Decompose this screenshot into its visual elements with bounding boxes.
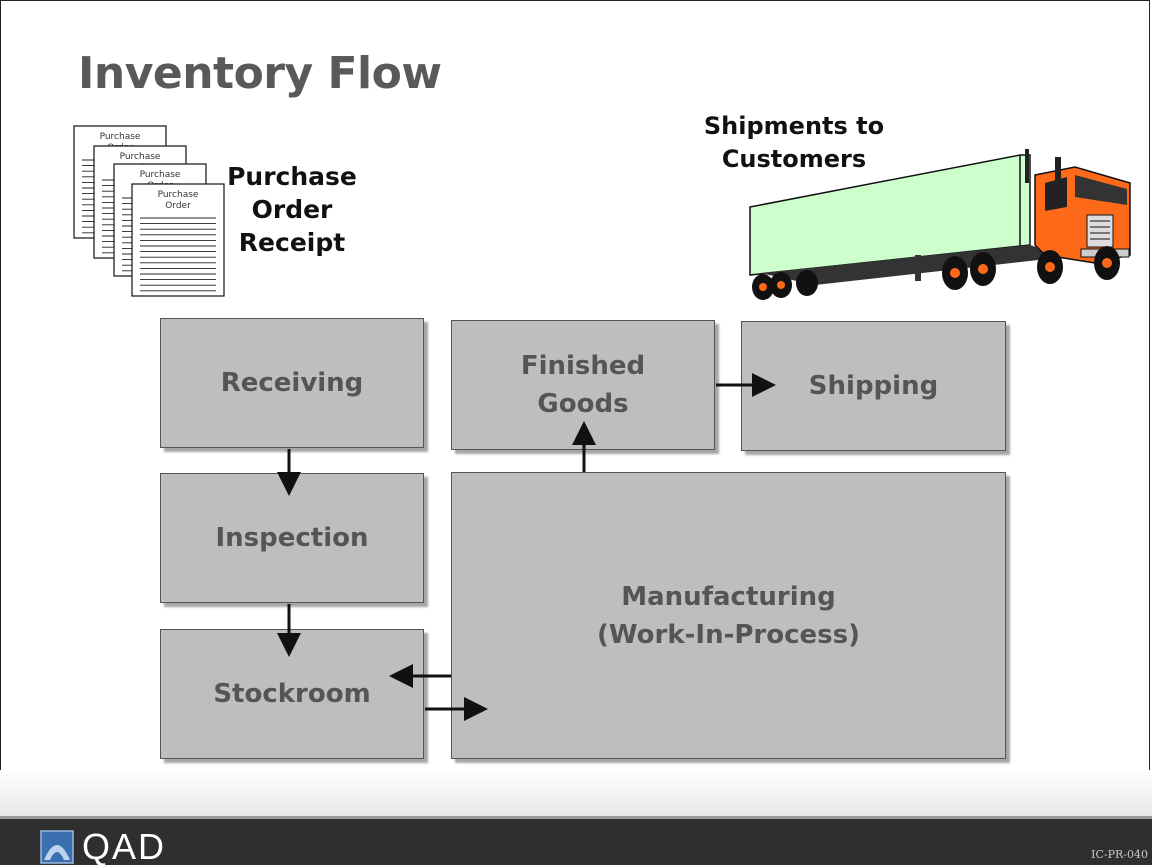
slide-title: Inventory Flow [78, 48, 442, 99]
qad-logo: QAD [40, 826, 166, 868]
po-doc-header-line-1: Purchase [140, 170, 181, 180]
footer-fade [0, 770, 1152, 816]
slide-id: IC-PR-040 [1091, 848, 1148, 861]
stockroom-box: Stockroom [160, 629, 424, 759]
receiving-box: Receiving [160, 318, 424, 448]
po-doc-header-line-1: Purchase [120, 152, 161, 162]
qad-logo-text: QAD [82, 826, 167, 867]
footer-bar [0, 816, 1152, 865]
finished-goods-label-line-2: Goods [537, 389, 629, 419]
manufacturing-label-line-2: (Work-In-Process) [597, 619, 860, 650]
po-label-line-2: Order [251, 195, 333, 224]
po-doc-header-line-1: Purchase [100, 132, 141, 142]
shipping-box: Shipping [741, 321, 1006, 451]
qad-logo-icon [40, 830, 74, 864]
truck-icon [749, 149, 1131, 300]
ship-label-line-1: Shipments to [703, 112, 885, 140]
purchase-order-receipt-label: Purchase Order Receipt [224, 160, 360, 259]
manufacturing-label-line-1: Manufacturing [621, 581, 836, 612]
finished-goods-box: Finished Goods [451, 320, 715, 450]
po-label-line-1: Purchase [227, 162, 357, 191]
ship-label-line-2: Customers [721, 145, 867, 173]
shipments-label: Shipments to Customers [694, 110, 894, 176]
purchase-order-documents-icon: PurchaseOrderPurchaseOrderPurchaseOrderP… [73, 125, 225, 297]
po-doc-header-line-1: Purchase [158, 190, 199, 200]
finished-goods-label-line-1: Finished [520, 351, 646, 381]
receiving-label: Receiving [220, 368, 364, 398]
shipping-label: Shipping [808, 371, 939, 401]
inspection-label: Inspection [215, 523, 369, 553]
manufacturing-box: Manufacturing (Work-In-Process) [451, 472, 1006, 759]
stockroom-label: Stockroom [213, 679, 371, 709]
po-label-line-3: Receipt [238, 228, 346, 257]
po-doc-header-line-2: Order [165, 201, 191, 211]
inspection-box: Inspection [160, 473, 424, 603]
